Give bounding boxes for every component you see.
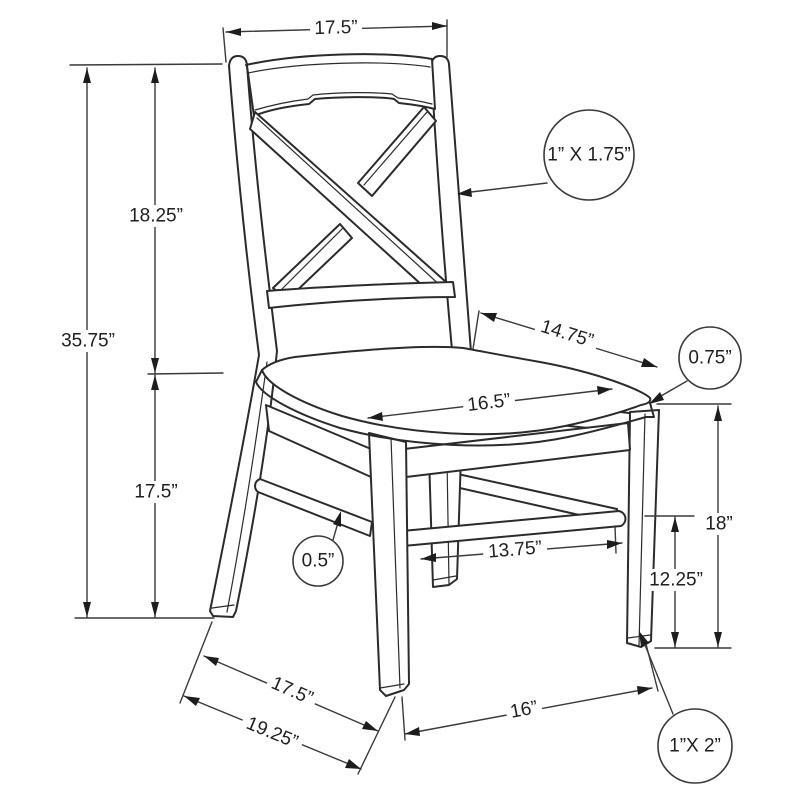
dim-top-back-width: 17.5” [225,16,448,40]
chair-x-slat-front-edge-line [256,117,444,289]
chair-seat [261,345,652,436]
chair-rear-left-foot-bevel [211,604,235,609]
dim-label-seat-width: 16.5” [466,390,511,416]
chair-front-left-leg [368,432,410,697]
dim-front-leg-span: 16” [404,686,653,736]
dim-label-overall-height: 35.75” [61,331,115,352]
chair-x-slat-back-upper [357,106,437,197]
chair-seat-edge-band [255,369,655,447]
chair-rear-right-leg [428,454,462,588]
dim-label-seat-height-right: 18” [705,514,732,535]
dim-footprint-depth: 17.5” [203,655,379,732]
callout-circle-seat-edge [678,326,742,390]
chair-top-rail [245,53,436,117]
dim-label-top-back-width: 17.5” [314,17,358,39]
dim-front-stretcher-length: 13.75” [420,536,623,564]
callout-stretcher-thickness: 0.5” [292,511,344,587]
dim-back-height: 18.25” [125,67,187,374]
chair-front-left-leg-corner-line [390,437,401,689]
dimension-annotations: 35.75” 18.25” 17.5” [57,16,742,784]
dim-label-back-height: 18.25” [129,206,183,227]
dim-seat-height-right: 18” [701,405,737,648]
dim-label-seat-floor-height: 17.5” [134,482,177,503]
callout-label-stretcher-thickness: 0.5” [302,551,335,572]
chair-rear-right-leg-corner-line [446,457,450,585]
dim-label-footprint-depth: 17.5” [268,673,316,710]
chair-front-right-foot-bevel [627,634,651,639]
chair-rear-right-foot-bevel [432,575,457,581]
chair-left-stretcher [254,478,373,537]
dim-label-overall-depth: 19.25” [243,713,301,753]
callout-label-leg-section: 1”X 2” [669,736,721,757]
dim-seat-floor-height: 17.5” [130,374,182,618]
dim-overall-height: 35.75” [57,67,119,618]
chair-front-right-leg [626,409,660,648]
chair-right-back-post [430,55,472,353]
dim-label-front-stretcher-length: 13.75” [487,537,542,562]
dim-seat-width: 16.5” [367,386,613,421]
chair-top-rail-inner-line [247,62,431,74]
chair-rear-left-leg-corner-line [226,361,268,613]
chair-front-right-leg-corner-line [638,413,646,647]
callout-back-post-section: 1” X 1.75” [457,109,635,201]
chair-top-rail-molding-line [254,92,433,111]
callout-circle-stretcher [292,535,344,587]
callout-seat-edge-thickness: 0.75” [649,326,742,404]
dim-label-front-leg-span: 16” [509,697,540,723]
callout-label-seat-edge-thickness: 0.75” [688,348,731,369]
dim-stretcher-height: 12.25” [644,516,708,648]
chair-left-back-post [209,55,278,618]
chair-front-left-foot-bevel [379,683,405,689]
callout-leg-section: 1”X 2” [639,631,733,784]
callout-circle-leg [657,708,733,784]
chair-front-stretcher [401,510,627,547]
callout-label-back-post-section: 1” X 1.75” [547,145,630,166]
dim-label-stretcher-height: 12.25” [649,570,703,591]
callout-circle-back-post [543,109,635,201]
chair-back-bottom-rail [266,281,456,309]
dim-overall-depth: 19.25” [183,695,362,770]
dim-label-seat-depth: 14.75” [538,316,596,352]
chair-x-slat-back-edge-lines [277,111,428,294]
